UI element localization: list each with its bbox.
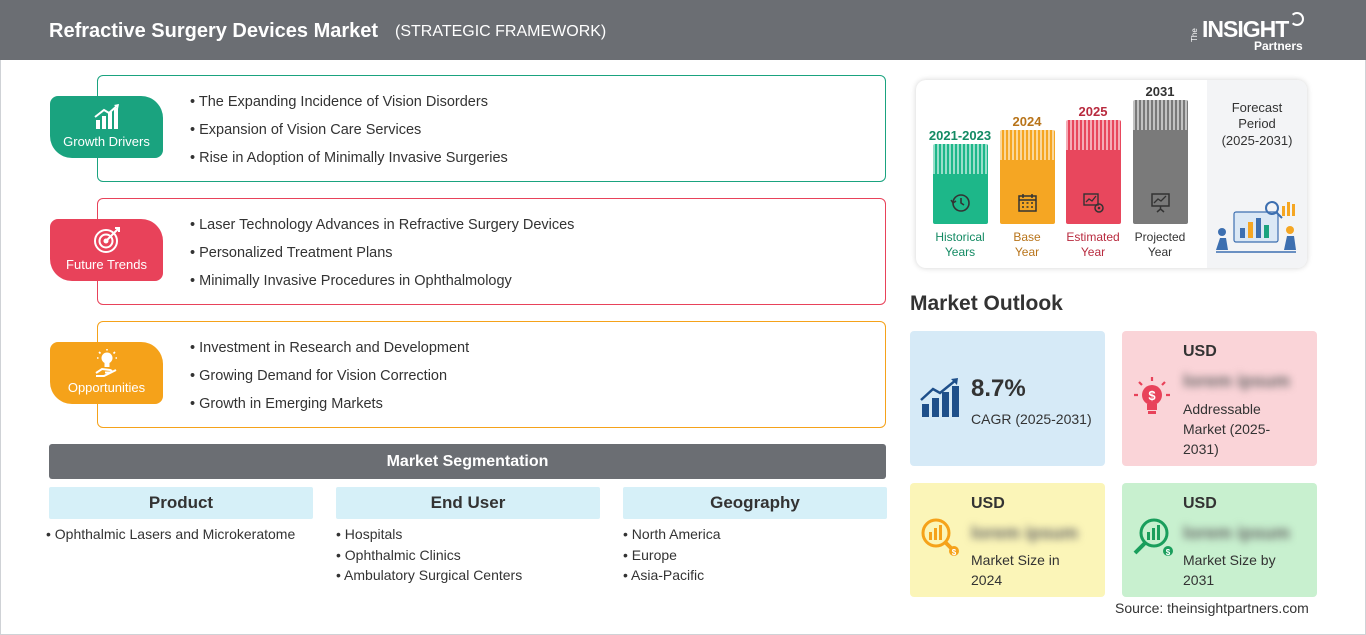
segment-geography: Geography North America Europe Asia-Paci… (623, 487, 887, 588)
addressable-market-card: $ USD lorem ipsum Addressable Market (20… (1122, 331, 1317, 466)
source-text[interactable]: Source: theinsightpartners.com (1115, 600, 1309, 616)
segment-header: End User (336, 487, 600, 519)
list-item: Ambulatory Surgical Centers (336, 567, 600, 588)
bar-label-line: Historical (935, 230, 985, 244)
badge-label: Opportunities (67, 380, 146, 395)
segment-product: Product Ophthalmic Lasers and Microkerat… (49, 487, 313, 547)
size-2031-usd: USD (1183, 495, 1217, 512)
bar-projected (1133, 100, 1188, 224)
analytics-people-icon (1216, 201, 1296, 253)
logo-insight: INSIGHT (1202, 16, 1289, 42)
bar-year-historical: 2021-2023 (928, 128, 992, 143)
forecast-panel: Forecast Period (2025-2031) (1207, 80, 1307, 268)
badge-label: Future Trends (66, 257, 147, 272)
bar-year-base: 2024 (1012, 114, 1042, 129)
target-icon (93, 227, 120, 253)
list-item: Growth in Emerging Markets (190, 396, 469, 424)
segment-header: Geography (623, 487, 887, 519)
list-item: Minimally Invasive Procedures in Ophthal… (190, 273, 574, 301)
future-trends-badge: Future Trends (50, 219, 163, 281)
list-item: The Expanding Incidence of Vision Disord… (190, 94, 508, 122)
list-item: Hospitals (336, 526, 600, 547)
bar-historical (933, 144, 988, 224)
bar-label-line: Year (1147, 245, 1173, 259)
list-item: Personalized Treatment Plans (190, 245, 574, 273)
bar-year-projected: 2031 (1145, 84, 1175, 99)
list-item: Laser Technology Advances in Refractive … (190, 217, 574, 245)
size-2024-value-blurred: lorem ipsum (971, 523, 1079, 543)
growth-drivers-box: The Expanding Incidence of Vision Disord… (97, 75, 886, 182)
badge-label: Growth Drivers (63, 134, 150, 149)
magnifier-chart-icon: $ (1133, 518, 1173, 557)
market-segmentation-header: Market Segmentation (49, 444, 886, 479)
segment-end-user: End User Hospitals Ophthalmic Clinics Am… (336, 487, 600, 588)
list-item: Asia-Pacific (623, 567, 887, 588)
bar-label-line: Year (1014, 245, 1040, 259)
logo-arc-icon (1290, 12, 1304, 26)
future-trends-list: Laser Technology Advances in Refractive … (190, 217, 574, 301)
market-size-2031-card: $ USD lorem ipsum Market Size by 2031 (1122, 483, 1317, 597)
magnifier-chart-icon: $ (921, 518, 959, 557)
calendar-icon (1018, 194, 1037, 212)
logo-the: The (1190, 28, 1199, 42)
bar-label-line: Estimated (1066, 230, 1120, 244)
svg-text:$: $ (1148, 388, 1156, 403)
money-bulb-icon: $ (1134, 377, 1170, 414)
addressable-value-blurred: lorem ipsum (1183, 371, 1291, 391)
opportunities-box: Investment in Research and Development G… (97, 321, 886, 428)
bar-label-line: Year (1080, 245, 1106, 259)
cagr-label: CAGR (2025-2031) (971, 411, 1092, 427)
page-title: Refractive Surgery Devices Market (49, 20, 379, 42)
addressable-label: Addressable Market (2025-2031) (1183, 401, 1271, 457)
size-2031-label: Market Size by 2031 (1183, 552, 1276, 588)
list-item: Europe (623, 547, 887, 568)
list-item: Rise in Adoption of Minimally Invasive S… (190, 150, 508, 178)
forecast-range: (2025-2031) (1221, 133, 1293, 148)
list-item: Investment in Research and Development (190, 340, 469, 368)
bar-base (1000, 130, 1055, 224)
list-item: North America (623, 526, 887, 547)
bar-label-line: Projected (1134, 230, 1186, 244)
size-2024-usd: USD (971, 495, 1005, 512)
size-2024-label: Market Size in 2024 (971, 552, 1060, 588)
list-item: Growing Demand for Vision Correction (190, 368, 469, 396)
history-icon (950, 194, 970, 212)
insight-partners-logo[interactable]: The INSIGHT Partners (1190, 12, 1310, 53)
list-item: Ophthalmic Clinics (336, 547, 600, 568)
lightbulb-hand-icon (94, 349, 117, 377)
page-subtitle: (STRATEGIC FRAMEWORK) (395, 23, 607, 40)
svg-text:$: $ (952, 548, 957, 557)
header-bar: Refractive Surgery Devices Market (STRAT… (0, 0, 1366, 60)
opportunities-list: Investment in Research and Development G… (190, 340, 469, 424)
timeline-card: Forecast Period (2025-2031) 2021-2023 Hi… (916, 80, 1307, 268)
addressable-usd: USD (1183, 343, 1217, 360)
market-outlook-title: Market Outlook (910, 292, 1063, 315)
bar-estimated (1066, 120, 1121, 224)
logo-partners: Partners (1254, 39, 1303, 53)
opportunities-badge: Opportunities (50, 342, 163, 404)
cagr-card: 8.7% CAGR (2025-2031) (910, 331, 1105, 466)
market-size-2024-card: $ USD lorem ipsum Market Size in 2024 (910, 483, 1105, 597)
list-item: Expansion of Vision Care Services (190, 122, 508, 150)
segment-header: Product (49, 487, 313, 519)
list-item: Ophthalmic Lasers and Microkeratome (46, 526, 313, 547)
size-2031-value-blurred: lorem ipsum (1183, 523, 1291, 543)
growth-drivers-list: The Expanding Incidence of Vision Disord… (190, 94, 508, 178)
bar-label-line: Base (1013, 230, 1041, 244)
forecast-title: Forecast Period (1231, 100, 1283, 131)
future-trends-box: Laser Technology Advances in Refractive … (97, 198, 886, 305)
presentation-icon (1151, 193, 1170, 213)
bar-year-estimated: 2025 (1078, 104, 1108, 119)
bar-growth-icon (93, 104, 119, 129)
cagr-value: 8.7% (971, 375, 1026, 402)
settings-chart-icon (1083, 193, 1104, 213)
svg-text:$: $ (1166, 548, 1171, 557)
growth-chart-icon (920, 378, 959, 417)
growth-drivers-badge: Growth Drivers (50, 96, 163, 158)
bar-label-line: Years (944, 245, 976, 259)
